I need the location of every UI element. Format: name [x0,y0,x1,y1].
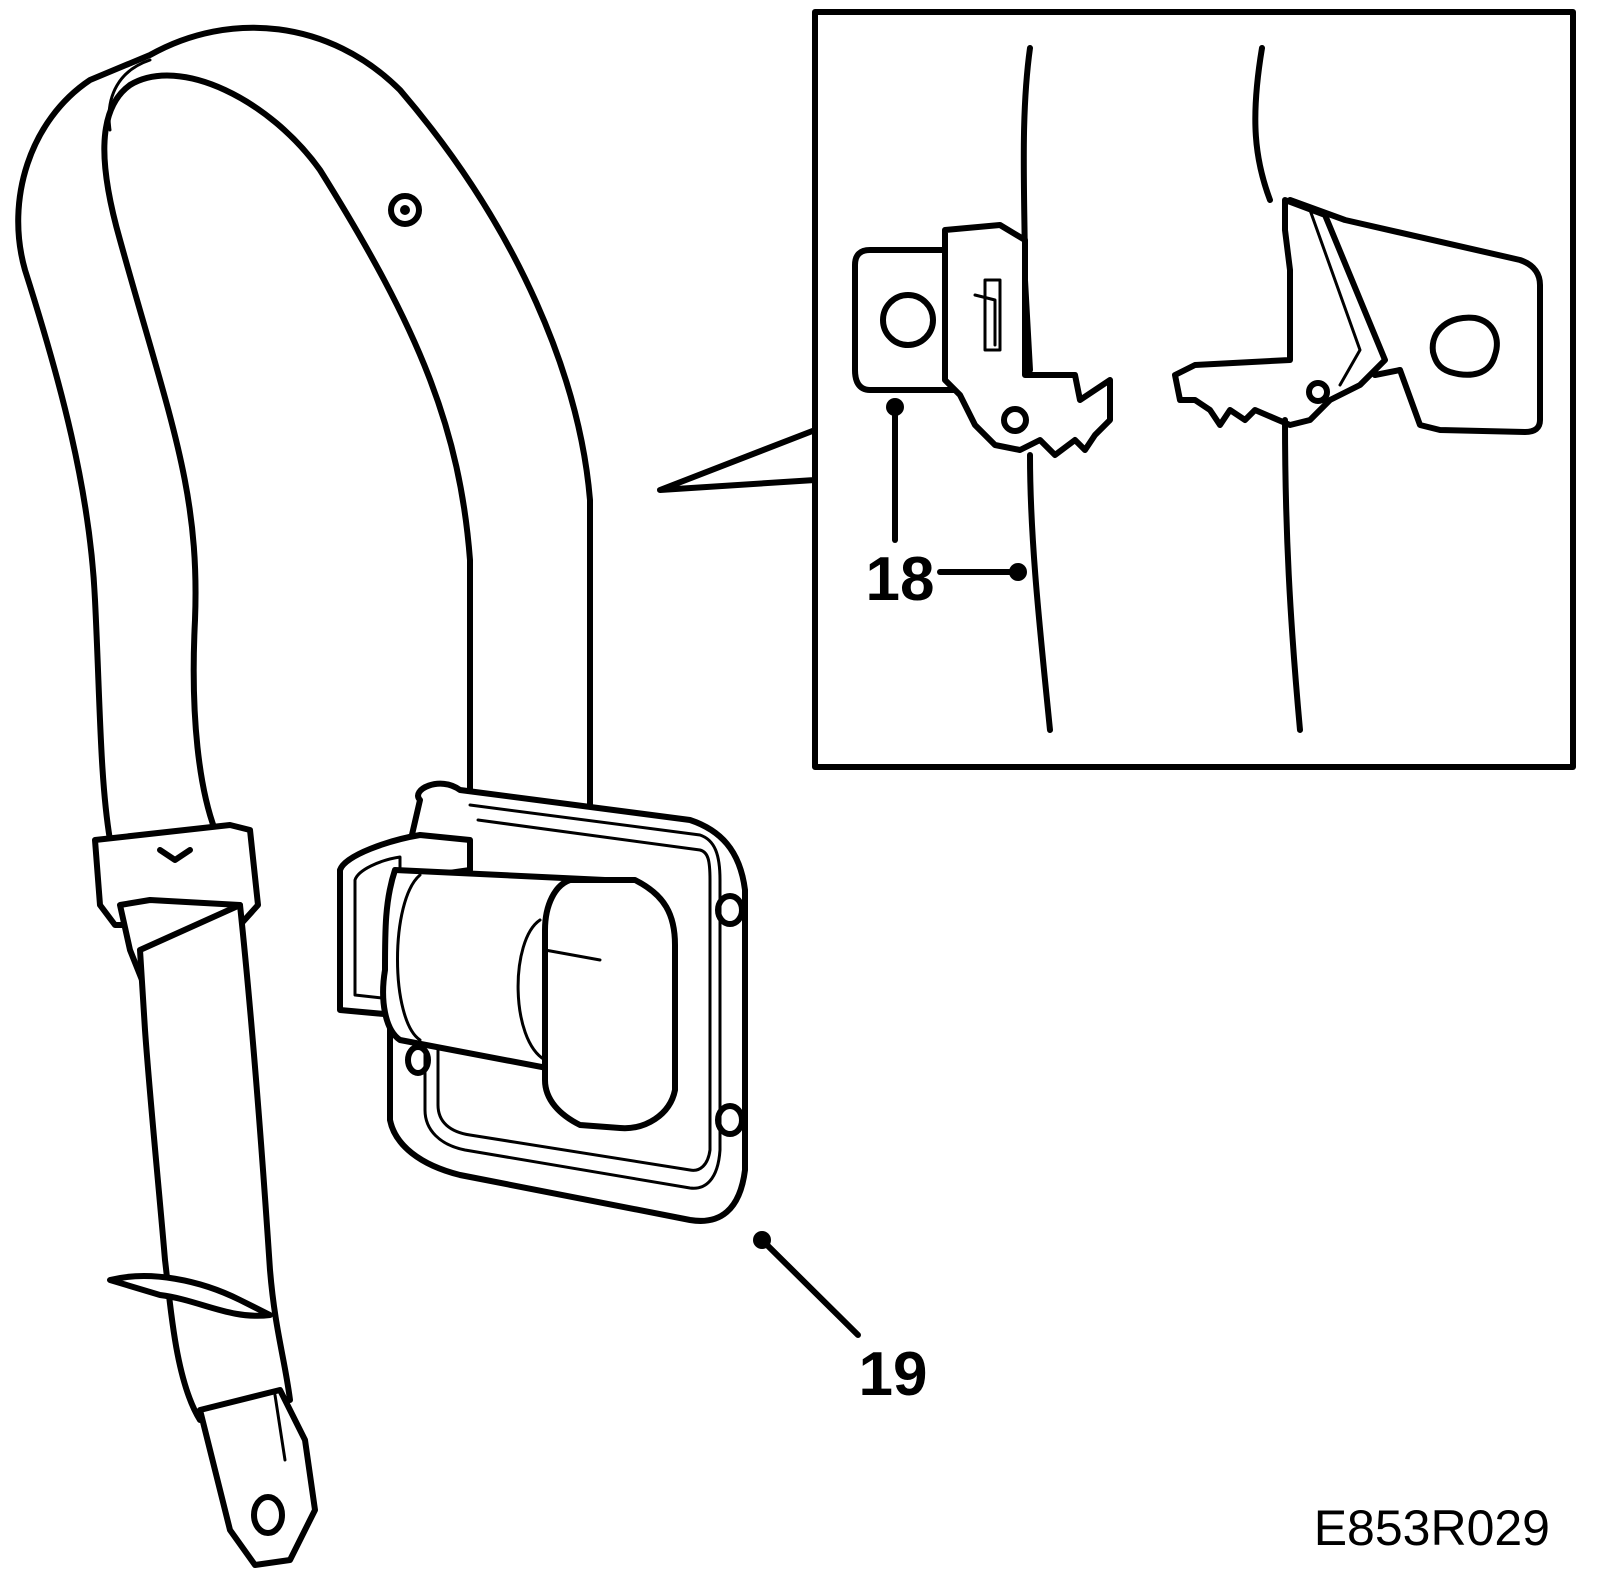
callout-18: 18 [866,398,1027,614]
callout-label-18: 18 [866,545,935,614]
retractor-body [337,832,678,1132]
detail-inset-frame [657,9,1576,770]
callout-label-19: 19 [859,1340,928,1409]
inset-anchor-bracket-right [1172,45,1543,733]
figure-reference-id: E853R029 [1314,1500,1550,1556]
lower-webbing [107,902,318,1568]
inset-anchor-bracket-left [852,45,1113,458]
seat-belt-webbing [15,24,593,873]
inset-belt-strap [1027,452,1053,733]
callout-19: 19 [753,1231,927,1409]
